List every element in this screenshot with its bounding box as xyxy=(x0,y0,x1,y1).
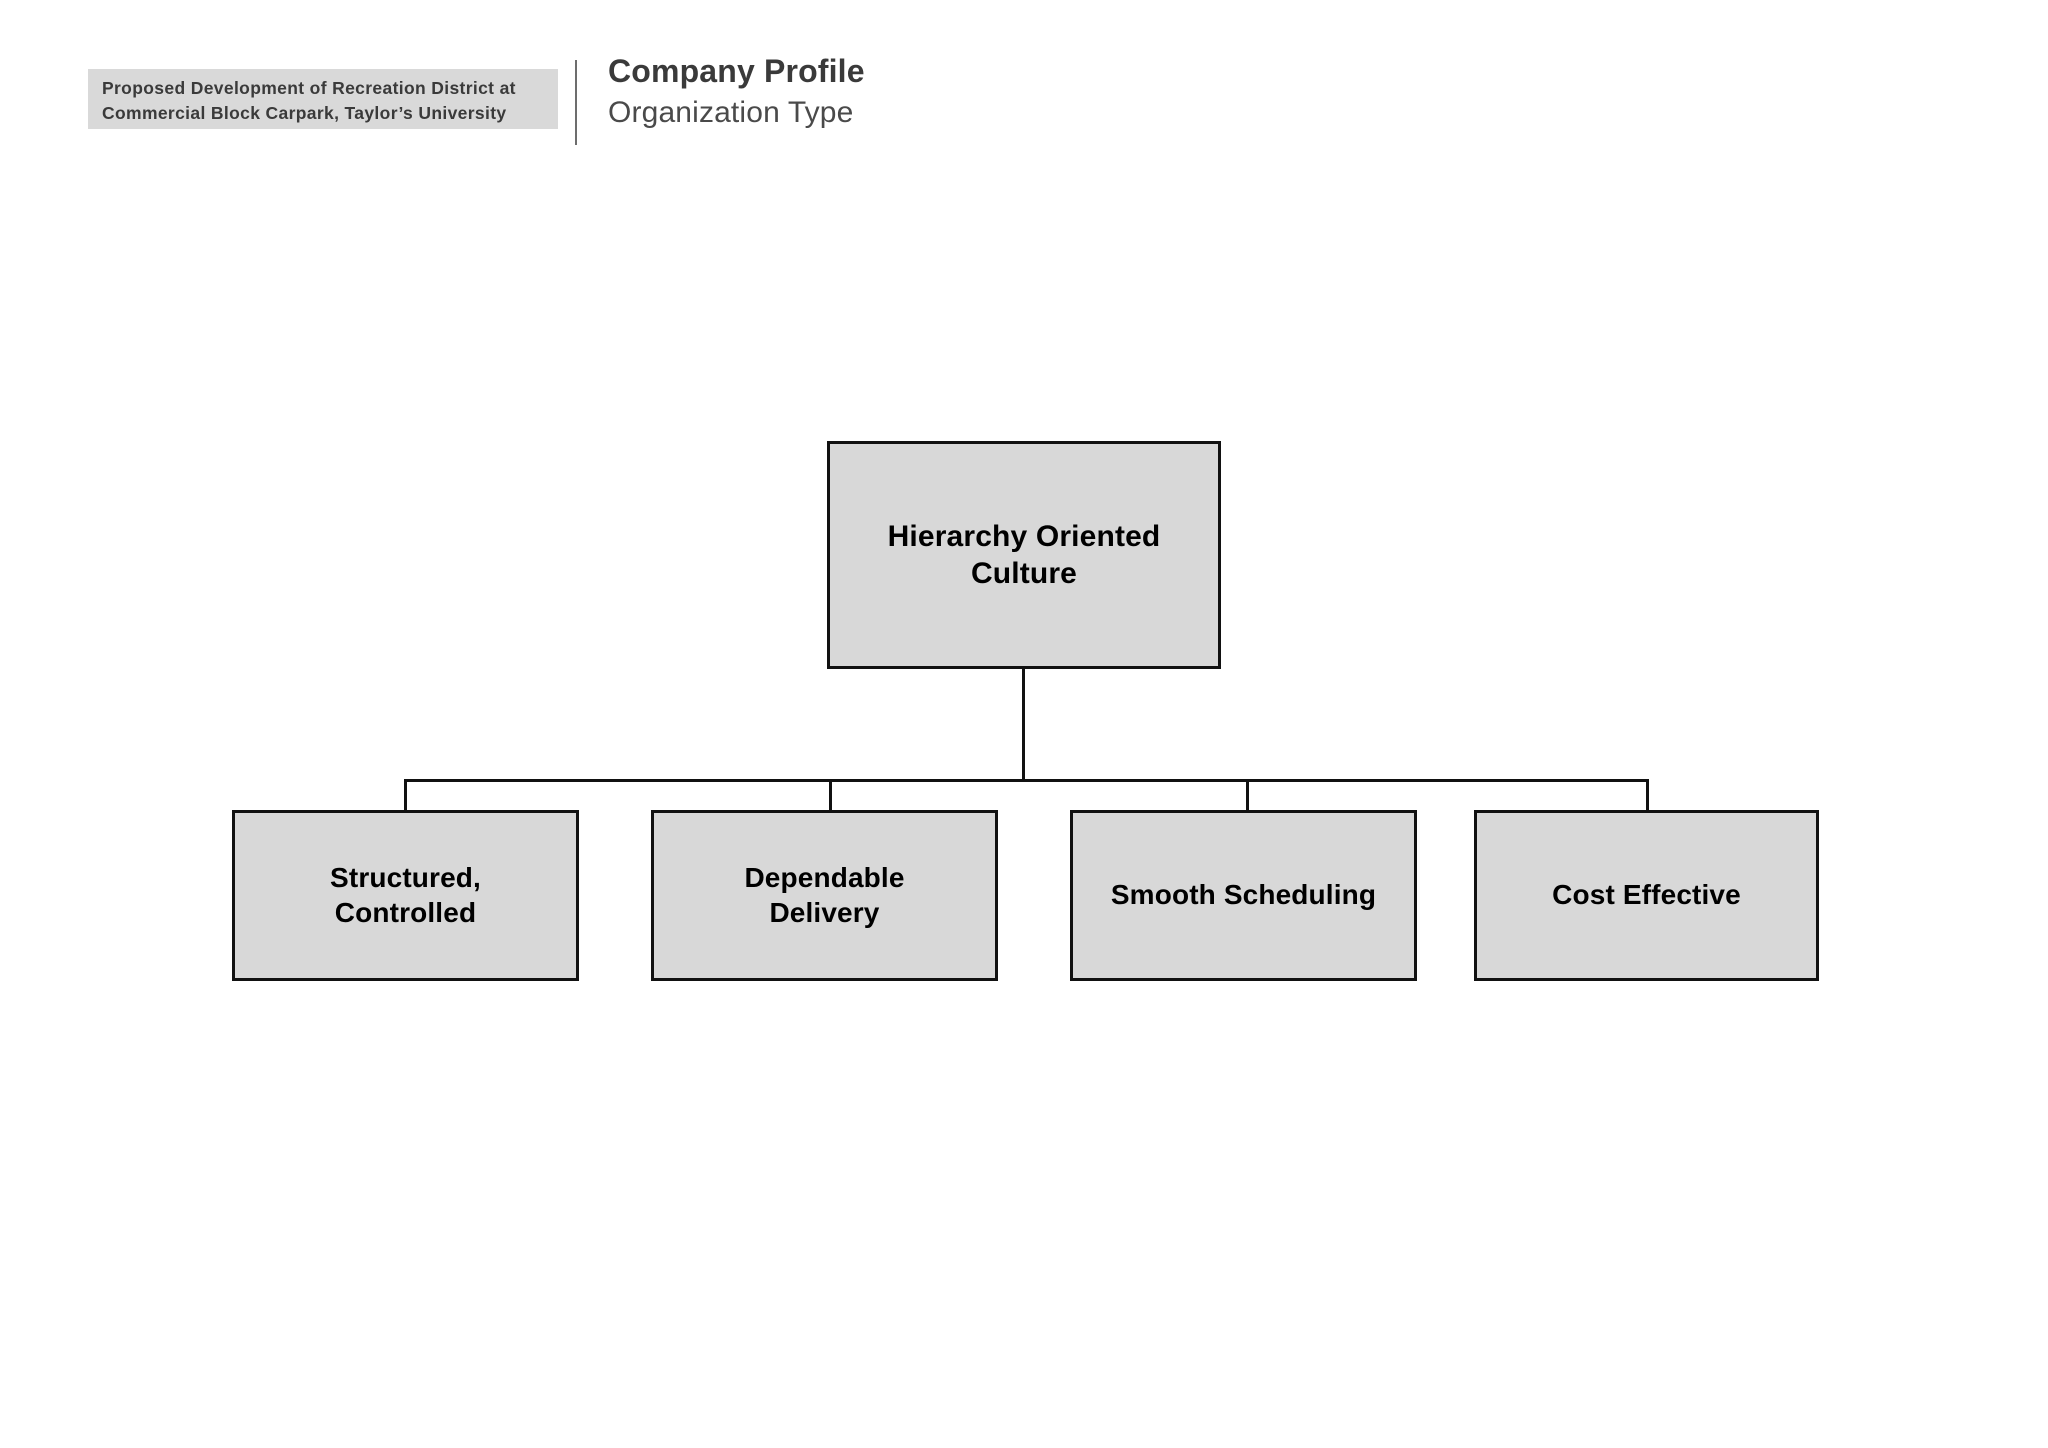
page-header: Proposed Development of Recreation Distr… xyxy=(0,0,2048,190)
connector-drop-child-0 xyxy=(404,779,407,812)
connector-drop-child-3 xyxy=(1646,779,1649,812)
connector-drop-child-2 xyxy=(1246,779,1249,812)
org-node-root: Hierarchy Oriented Culture xyxy=(827,441,1221,669)
page-subtitle: Organization Type xyxy=(608,96,854,130)
org-node-smooth-scheduling: Smooth Scheduling xyxy=(1070,810,1417,981)
project-title-line-2: Commercial Block Carpark, Taylor’s Unive… xyxy=(102,102,507,123)
connector-horizontal-bus xyxy=(404,779,1648,782)
page-title: Company Profile xyxy=(608,53,865,89)
org-node-child-1-label: Dependable Delivery xyxy=(744,861,905,928)
org-node-root-label: Hierarchy Oriented Culture xyxy=(887,519,1161,590)
project-title-highlight: Proposed Development of Recreation Distr… xyxy=(88,69,558,129)
project-title-line-1: Proposed Development of Recreation Distr… xyxy=(102,78,516,98)
connector-root-stem xyxy=(1022,669,1025,781)
org-node-child-0-label: Structured, Controlled xyxy=(330,861,481,928)
org-node-cost-effective: Cost Effective xyxy=(1474,810,1819,981)
org-node-structured-controlled: Structured, Controlled xyxy=(232,810,579,981)
org-node-dependable-delivery: Dependable Delivery xyxy=(651,810,998,981)
header-title-group: Company Profile Organization Type xyxy=(608,52,865,132)
header-divider xyxy=(575,60,577,145)
connector-drop-child-1 xyxy=(829,779,832,812)
org-node-child-2-label: Smooth Scheduling xyxy=(1110,879,1377,911)
org-node-child-3-label: Cost Effective xyxy=(1552,879,1741,911)
